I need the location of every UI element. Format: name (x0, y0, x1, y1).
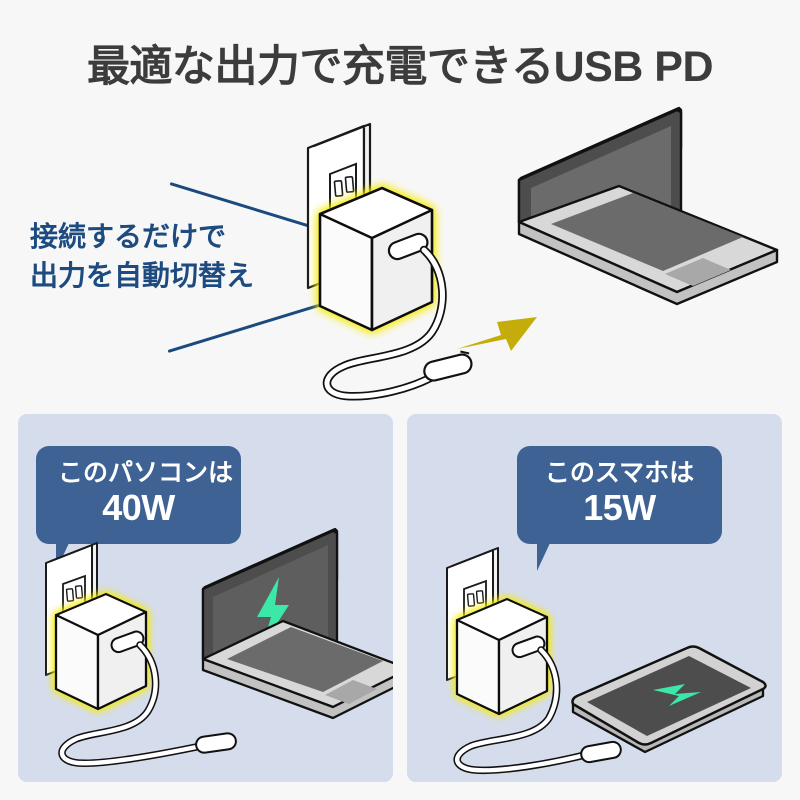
bubble-label-device: このスマホは (544, 459, 695, 487)
ac-adapter-icon (318, 186, 434, 332)
hero-illustration: 接続するだけで 出力を自動切替え (0, 100, 800, 410)
speech-bubble-smartphone: このスマホは 15W (517, 446, 722, 571)
hero-note-line1: 接続するだけで (30, 221, 227, 252)
panel-smartphone: このスマホは 15W (407, 414, 782, 782)
usb-c-plug-adapter-icon (387, 232, 429, 261)
laptop-icon (201, 527, 393, 720)
usb-c-cable-icon (322, 245, 447, 401)
usb-c-cable-icon (58, 641, 210, 768)
ac-adapter-icon (54, 592, 148, 711)
speech-bubble-laptop: このパソコンは 40W (36, 446, 241, 571)
outlet-adapter-cable-group (45, 542, 237, 768)
usb-c-connector-icon (423, 350, 473, 382)
hero-note-line2: 出力を自動切替え (30, 259, 255, 291)
bubble-label-wattage: 15W (583, 487, 656, 528)
usb-c-connector-icon (195, 732, 237, 754)
usb-c-plug-adapter-icon (511, 635, 546, 659)
panel-laptop: このパソコンは 40W (18, 414, 393, 782)
comparison-panels: このパソコンは 40W (18, 414, 782, 782)
lightning-bolt-icon (653, 684, 701, 706)
outlet-adapter-cable-group (446, 547, 622, 775)
lightning-bolt-icon (257, 577, 289, 645)
page-title: 最適な出力で充電できるUSB PD (86, 43, 714, 91)
arrow-right-icon (457, 317, 537, 351)
outlet-adapter-cable-group (306, 122, 473, 401)
bubble-label-wattage: 40W (102, 487, 175, 528)
laptop-icon (517, 106, 779, 306)
hero-note: 接続するだけで 出力を自動切替え (30, 218, 300, 295)
bubble-tail (537, 542, 558, 571)
usb-c-cable-icon (453, 646, 593, 775)
smartphone-icon (571, 645, 767, 754)
usb-c-connector-icon (580, 740, 622, 764)
usb-c-plug-adapter-icon (110, 630, 145, 654)
bubble-label-device: このパソコンは (58, 459, 234, 487)
ac-adapter-icon (455, 597, 549, 716)
